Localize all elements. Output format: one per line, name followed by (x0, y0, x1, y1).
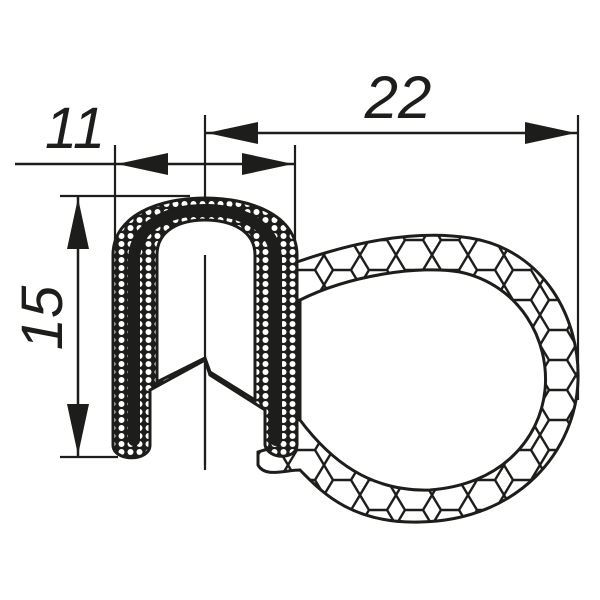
dimension-15: 15 (10, 194, 190, 459)
dimension-11: 11 (15, 96, 297, 260)
u-clamp (111, 196, 299, 465)
arrowhead-right-icon (242, 153, 293, 175)
dimension-label-22: 22 (364, 64, 432, 131)
arrowhead-left-icon (117, 153, 168, 175)
seal-bulb (256, 233, 580, 524)
arrowhead-right-icon (525, 122, 576, 144)
dimension-label-11: 11 (45, 96, 105, 161)
arrowhead-down-icon (67, 404, 89, 455)
arrowhead-up-icon (67, 198, 89, 249)
arrowhead-left-icon (207, 122, 258, 144)
dimension-label-15: 15 (10, 285, 75, 350)
bulb-hollow-chamber (298, 268, 548, 492)
metal-carrier (128, 203, 282, 446)
dimension-22: 22 (203, 64, 580, 470)
